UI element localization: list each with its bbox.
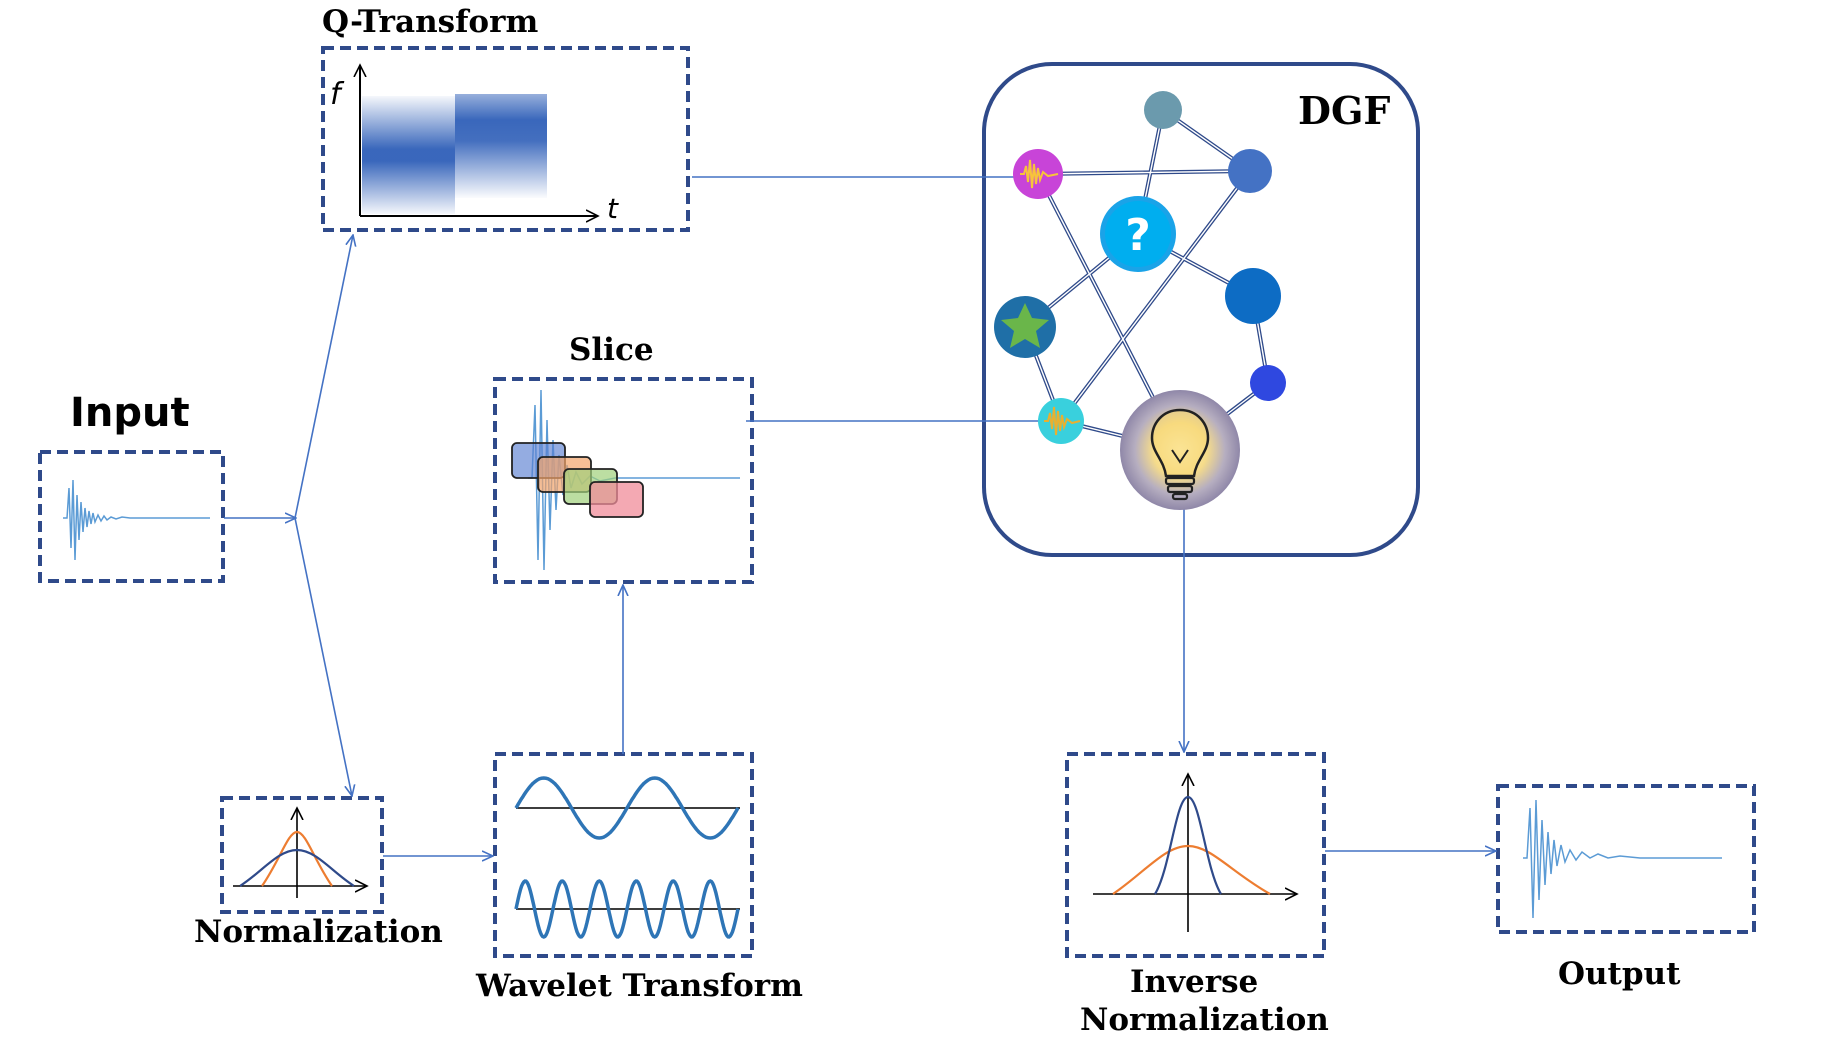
q-transform-label: Q-Transform [322, 4, 539, 40]
inverse-normalization-box [1065, 752, 1326, 958]
q-band-1 [362, 96, 455, 214]
arrow-split-to-normalization [294, 517, 352, 796]
lightbulb-icon [1120, 390, 1240, 510]
q-transform-plot: f t [330, 65, 619, 225]
norm-orange-curve [261, 830, 333, 887]
wavelet-high-frequency [514, 879, 740, 939]
dgf-label: DGF [1298, 88, 1391, 133]
arrow-split-to-qtransform [294, 235, 353, 519]
slice-window-4 [589, 481, 644, 518]
inverse-normalization-plot [1093, 774, 1297, 932]
q-band-2 [455, 94, 547, 198]
input-label: Input [70, 390, 190, 436]
slice-label: Slice [569, 332, 654, 368]
dgf-node-top [1144, 91, 1182, 129]
wavelet-plot [514, 776, 740, 939]
input-box [38, 450, 225, 583]
dgf-graph: ? [994, 91, 1286, 510]
question-node: ? [1100, 196, 1176, 272]
normalization-box [220, 796, 384, 914]
wavelet-low-frequency [514, 776, 740, 840]
slice-plot [511, 389, 740, 571]
wavelet-transform-label: Wavelet Transform [476, 968, 803, 1004]
q-transform-box [321, 46, 690, 232]
dgf-node-right-mid [1225, 268, 1281, 324]
dgf-node-right-upper [1228, 149, 1272, 193]
connectors [224, 177, 1496, 856]
inverse-normalization-label-1: Inverse [1130, 964, 1259, 1000]
inv-blue-curve [1154, 795, 1222, 895]
normalization-label: Normalization [194, 914, 443, 950]
inverse-normalization-label-2: Normalization [1080, 1002, 1329, 1038]
dgf-node-right-lower [1250, 365, 1286, 401]
dgf-box [982, 62, 1420, 557]
inv-orange-curve [1112, 844, 1271, 895]
norm-blue-curve [239, 848, 355, 887]
slice-box [493, 377, 754, 584]
question-mark: ? [1125, 210, 1151, 261]
q-t-label: t [607, 192, 619, 225]
waveform-icon-2 [1038, 398, 1084, 444]
normalization-plot [233, 808, 367, 898]
output-signal [1523, 799, 1722, 919]
waveform-icon [1013, 149, 1063, 199]
output-label: Output [1558, 956, 1681, 992]
output-box [1496, 784, 1756, 934]
star-icon [994, 296, 1056, 358]
q-f-label: f [330, 77, 345, 112]
input-signal [63, 479, 210, 561]
